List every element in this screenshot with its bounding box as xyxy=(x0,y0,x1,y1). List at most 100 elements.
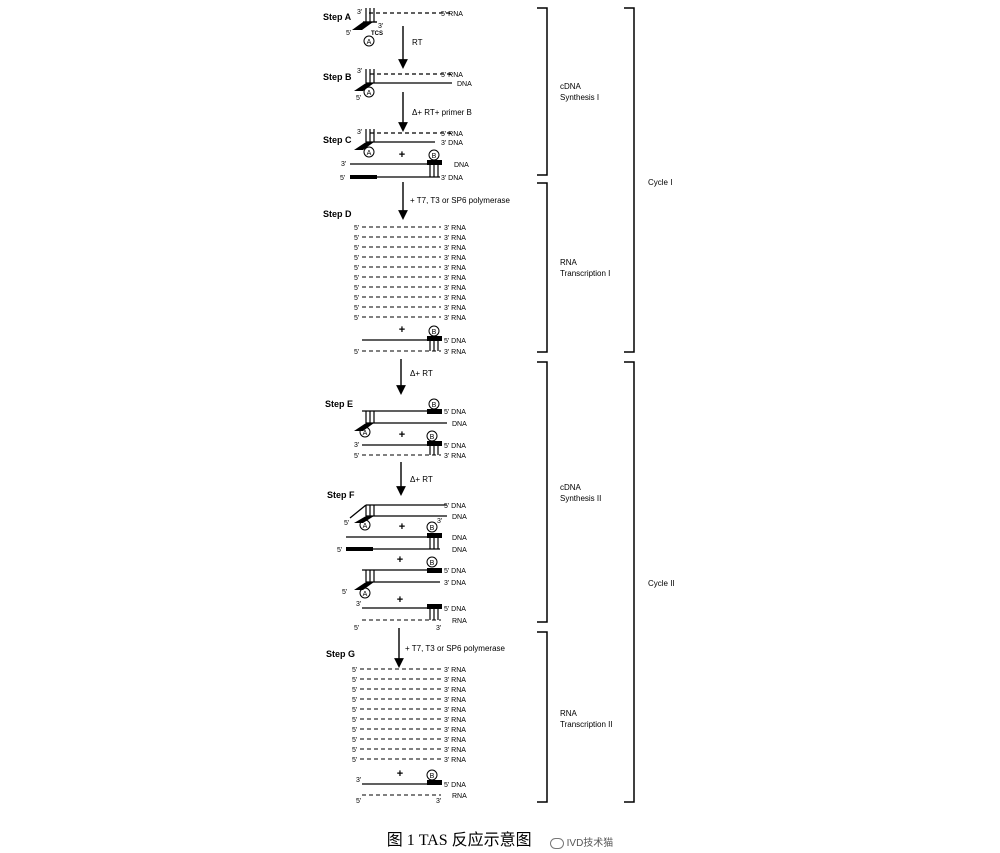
svg-text:5': 5' xyxy=(352,677,357,684)
primer-a-tail xyxy=(354,582,374,590)
primer-a-circle xyxy=(363,86,375,98)
primer-b-letter: B xyxy=(430,560,435,567)
svg-text:5': 5' xyxy=(352,757,357,764)
rna-transcript: 5' 3' RNA xyxy=(354,245,466,252)
primer-b-letter: B xyxy=(432,153,437,160)
plus-sign: + xyxy=(399,429,405,441)
primer-a-circle xyxy=(363,146,375,158)
primer-a-letter: A xyxy=(363,430,368,437)
end-5: 5' xyxy=(354,625,359,632)
plus-sign: + xyxy=(399,149,405,161)
rna-transcript: 5' 3' RNA xyxy=(354,305,466,312)
end-5: 5' xyxy=(346,30,351,37)
svg-text:3' RNA: 3' RNA xyxy=(444,737,466,744)
svg-text:5': 5' xyxy=(352,687,357,694)
end-5: 5' xyxy=(354,349,359,356)
primer-a-letter: A xyxy=(367,150,372,157)
end-3: 3' xyxy=(357,129,362,136)
svg-text:5': 5' xyxy=(352,697,357,704)
end-5: 5' xyxy=(344,520,349,527)
svg-text:5': 5' xyxy=(354,245,359,252)
svg-text:5': 5' xyxy=(352,727,357,734)
primer-a-circle xyxy=(363,35,375,47)
primer-a-circle xyxy=(359,587,371,599)
primer-b-letter: B xyxy=(430,773,435,780)
step-d-label: Step D xyxy=(323,209,352,219)
strand-label: DNA xyxy=(452,547,467,554)
strand-label: 5' DNA xyxy=(444,409,466,416)
rna-transcript: 5' 3' RNA xyxy=(352,697,466,704)
rna-transcript: 5' 3' RNA xyxy=(352,727,466,734)
bracket-cycle-ii xyxy=(624,361,635,803)
rna-transcript: 5' 3' RNA xyxy=(352,737,466,744)
primer-b-letter: B xyxy=(432,329,437,336)
step-g-label: Step G xyxy=(326,649,355,659)
svg-text:5': 5' xyxy=(354,235,359,242)
svg-text:3' RNA: 3' RNA xyxy=(444,315,466,322)
svg-text:3' RNA: 3' RNA xyxy=(444,305,466,312)
rna-transcript: 5' 3' RNA xyxy=(354,315,466,322)
svg-text:5': 5' xyxy=(354,315,359,322)
rna-transcript: 5' 3' RNA xyxy=(354,225,466,232)
primer-b-hydrogen-bonds xyxy=(429,538,439,549)
primer-a-hydrogen-bonds xyxy=(365,8,375,22)
rna-transcript: 5' 3' RNA xyxy=(352,747,466,754)
svg-text:3' RNA: 3' RNA xyxy=(444,757,466,764)
svg-text:3' RNA: 3' RNA xyxy=(444,717,466,724)
primer-b-letter: B xyxy=(430,525,435,532)
stage-rna-transcription-i-l1: RNA xyxy=(560,258,578,267)
strand-label: 5' RNA xyxy=(441,72,463,79)
svg-text:5': 5' xyxy=(354,285,359,292)
strand-label: 5' DNA xyxy=(444,443,466,450)
plus-sign: + xyxy=(397,554,403,566)
step-c-label: Step C xyxy=(323,135,352,145)
svg-text:3' RNA: 3' RNA xyxy=(444,687,466,694)
strand-label: 5' RNA xyxy=(441,131,463,138)
step-b-label: Step B xyxy=(323,72,352,82)
rna-transcript: 5' 3' RNA xyxy=(354,235,466,242)
step-f-label: Step F xyxy=(327,490,355,500)
bracket-cycle-i xyxy=(624,7,635,353)
arrow-de-label: Δ+ RT xyxy=(410,369,433,378)
rna-transcript: 5' 3' RNA xyxy=(352,707,466,714)
plus-sign: + xyxy=(397,594,403,606)
strand-label: 5' DNA xyxy=(444,606,466,613)
svg-text:3' RNA: 3' RNA xyxy=(444,225,466,232)
svg-text:3' RNA: 3' RNA xyxy=(444,245,466,252)
svg-text:5': 5' xyxy=(354,295,359,302)
strand-label: 5' DNA xyxy=(444,782,466,789)
strand-label: DNA xyxy=(457,81,472,88)
svg-text:3' RNA: 3' RNA xyxy=(444,707,466,714)
svg-text:3' RNA: 3' RNA xyxy=(444,275,466,282)
primer-b-block xyxy=(427,160,442,165)
end-5: 5' xyxy=(340,175,345,182)
svg-text:3' RNA: 3' RNA xyxy=(444,747,466,754)
strand-label: 3' RNA xyxy=(444,453,466,460)
strand-label: 5' RNA xyxy=(441,11,463,18)
end-5: 5' xyxy=(337,547,342,554)
svg-text:3' RNA: 3' RNA xyxy=(444,727,466,734)
svg-text:5': 5' xyxy=(354,255,359,262)
stage-cdna-synthesis-i-l2: Synthesis I xyxy=(560,93,599,102)
end-3: 3' xyxy=(436,798,441,805)
primer-b-hydrogen-bonds xyxy=(429,341,439,351)
svg-text:5': 5' xyxy=(352,717,357,724)
end-3: 3' xyxy=(357,9,362,16)
svg-text:5': 5' xyxy=(354,275,359,282)
primer-a-circle xyxy=(359,519,371,531)
rna-transcripts-i: 5' 3' RNA 5' 3' RNA 5' 3' RNA 5' 3' RNA … xyxy=(354,225,466,322)
primer-a-tail xyxy=(354,83,374,91)
primer-b-block xyxy=(427,441,442,446)
strand-label: 3' DNA xyxy=(444,580,466,587)
promoter-block xyxy=(346,547,373,551)
rna-transcript: 5' 3' RNA xyxy=(354,285,466,292)
primer-b-letter: B xyxy=(432,402,437,409)
primer-a-tail xyxy=(354,142,374,150)
primer-a-letter: A xyxy=(367,90,372,97)
primer-b-block xyxy=(427,533,442,538)
rna-transcript: 5' 3' RNA xyxy=(352,757,466,764)
svg-text:3' RNA: 3' RNA xyxy=(444,265,466,272)
strand-label: 5' DNA xyxy=(444,338,466,345)
